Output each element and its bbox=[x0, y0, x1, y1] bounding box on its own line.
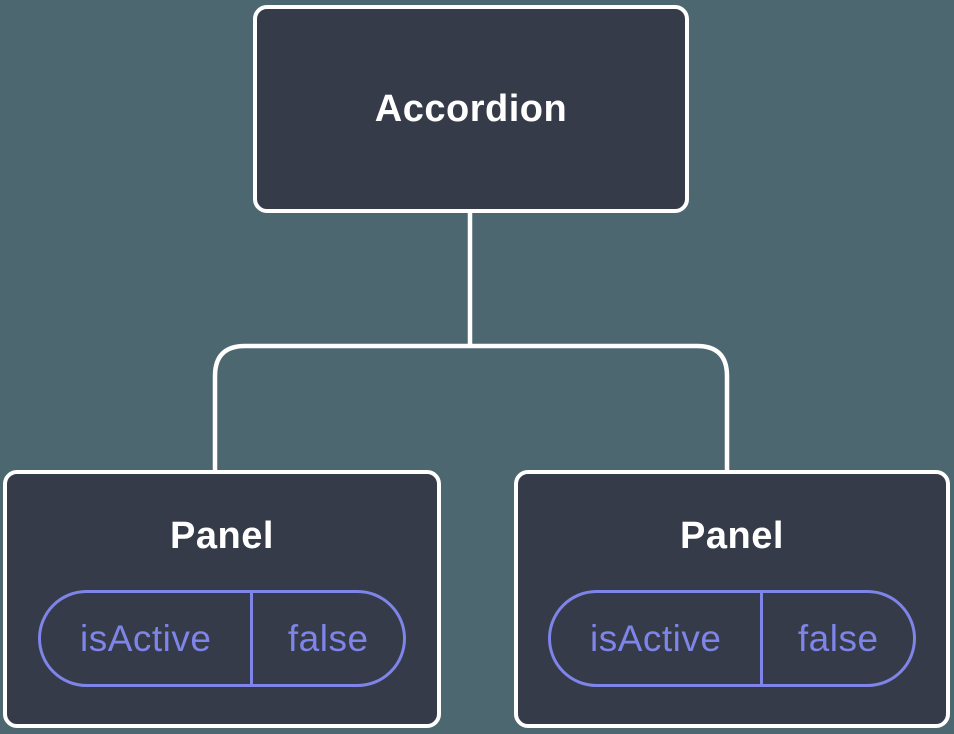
node-label: Panel bbox=[170, 515, 274, 557]
state-pill: isActive false bbox=[38, 590, 406, 687]
connector-branch bbox=[212, 343, 730, 472]
node-accordion: Accordion bbox=[253, 5, 689, 213]
state-key: isActive bbox=[551, 593, 764, 684]
node-panel-2: Panel isActive false bbox=[514, 470, 950, 728]
state-value: false bbox=[287, 617, 369, 659]
state-key: isActive bbox=[41, 593, 254, 684]
state-pill: isActive false bbox=[548, 590, 916, 687]
node-panel-1: Panel isActive false bbox=[3, 470, 441, 728]
node-label: Panel bbox=[680, 515, 784, 557]
state-value: false bbox=[797, 617, 879, 659]
node-label: Accordion bbox=[374, 87, 568, 130]
